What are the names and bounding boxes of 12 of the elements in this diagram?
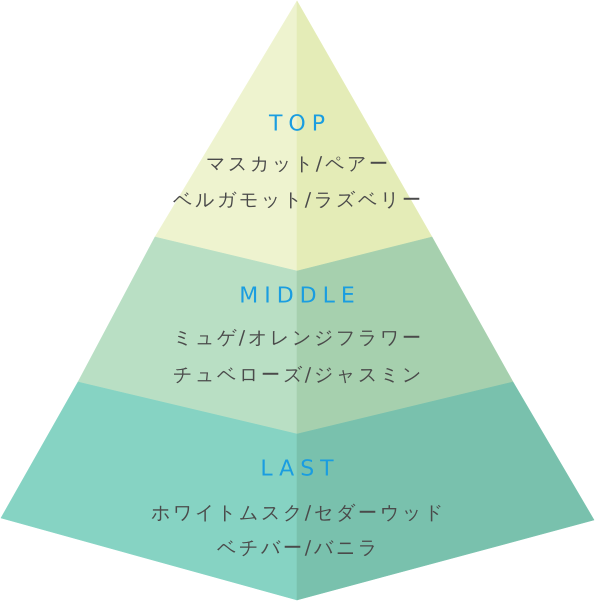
pyramid-tier xyxy=(155,0,432,271)
tier-heading: LAST xyxy=(259,456,340,482)
tier-heading: TOP xyxy=(268,111,332,137)
note-list-text: ミュゲ/オレンジフラワー xyxy=(172,328,424,350)
note-list-text: マスカット/ペアー xyxy=(204,154,392,176)
pyramid-tier xyxy=(78,237,513,434)
tier-heading: MIDDLE xyxy=(238,283,361,309)
note-list-text: ホワイトムスク/セダーウッド xyxy=(150,503,446,525)
note-list-text: チュベローズ/ジャスミン xyxy=(172,365,424,387)
note-list-text: ベチバー/バニラ xyxy=(216,538,380,560)
note-list-text: ベルガモット/ラズベリー xyxy=(172,190,424,212)
pyramid-tier xyxy=(0,382,595,601)
